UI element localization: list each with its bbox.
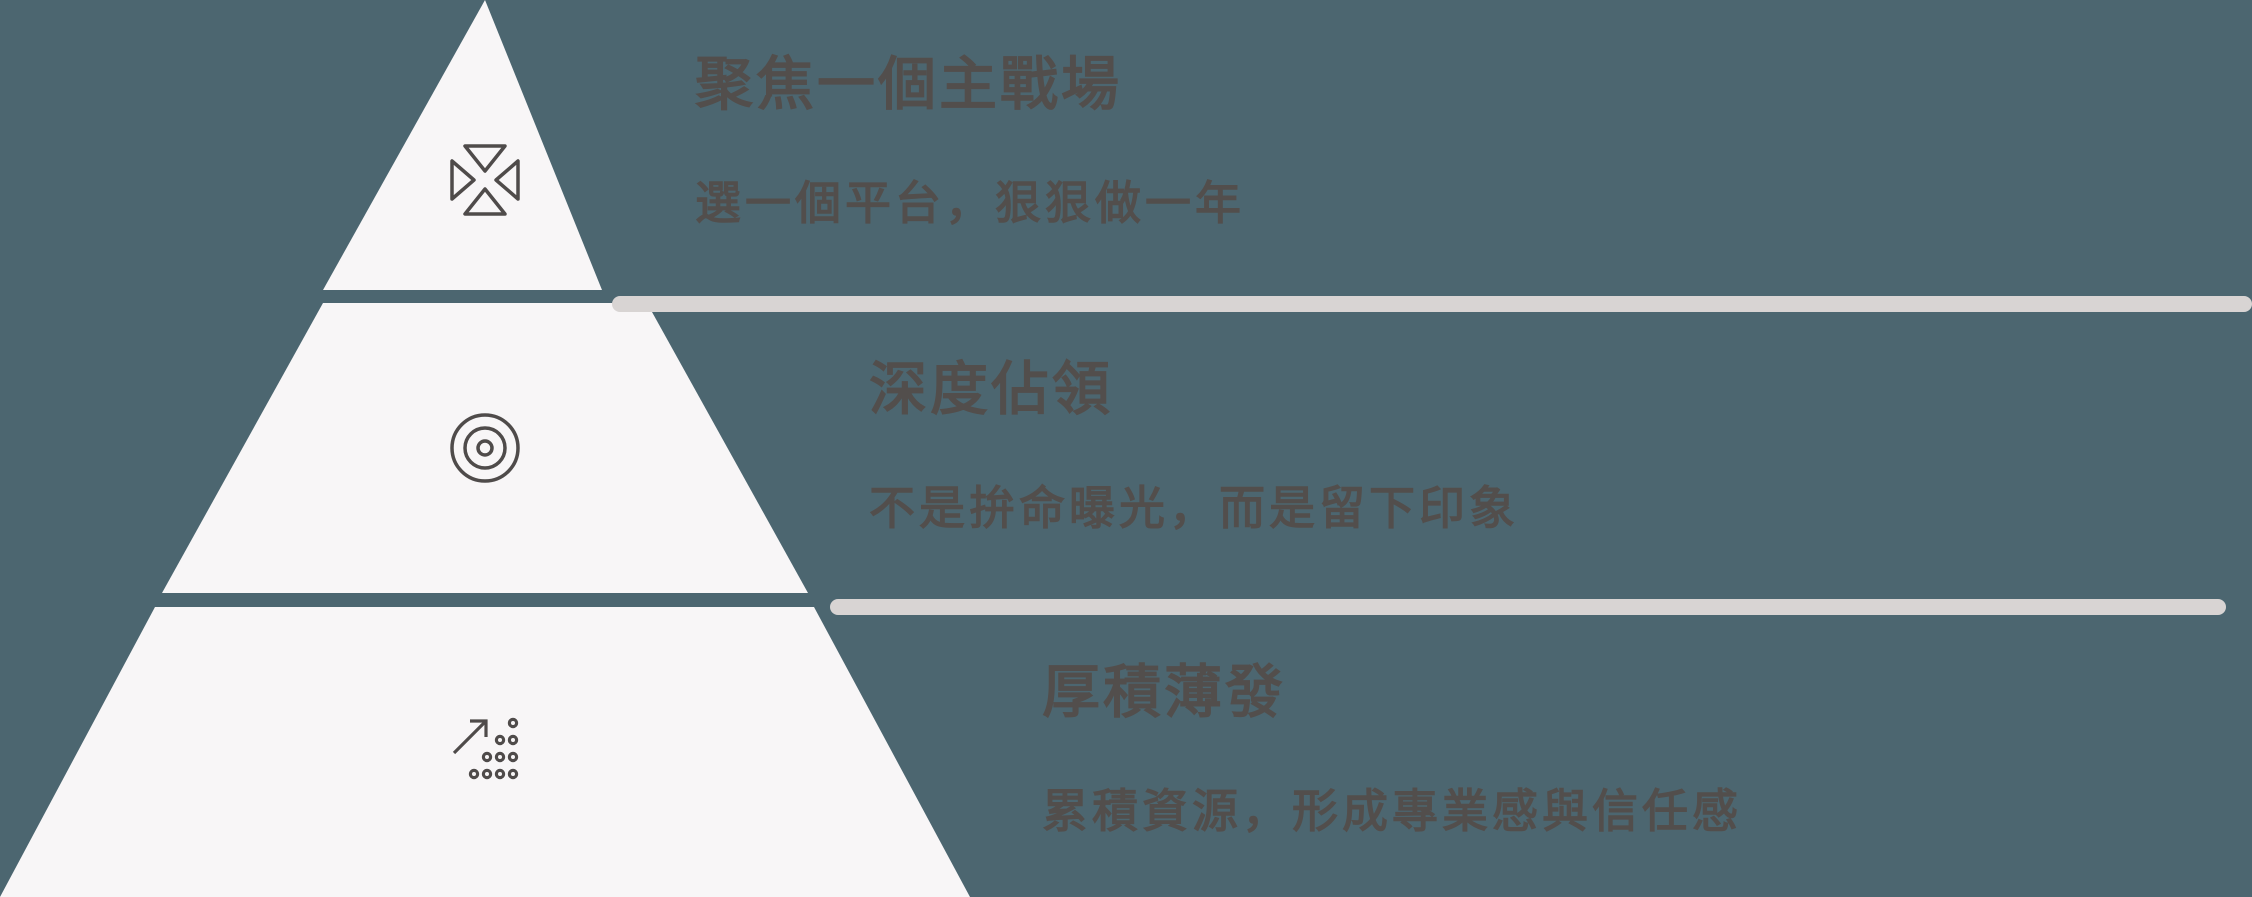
pyramid-tier-top bbox=[323, 0, 602, 290]
pyramid-tier-middle bbox=[162, 303, 808, 593]
tier-title: 聚焦一個主戰場 bbox=[695, 50, 1123, 118]
tier-title: 深度佔領 bbox=[869, 355, 1114, 423]
tier-subtitle: 累積資源，形成專業感與信任感 bbox=[1042, 784, 1742, 838]
tier-subtitle: 選一個平台，狠狠做一年 bbox=[695, 176, 1245, 230]
target-icon bbox=[450, 413, 520, 483]
tier-top-text: 聚焦一個主戰場 選一個平台，狠狠做一年 bbox=[695, 54, 1245, 228]
converge-arrows-icon bbox=[450, 144, 520, 216]
tier-bottom-text: 厚積薄發 累積資源，形成專業感與信任感 bbox=[1042, 662, 1742, 836]
growth-dots-arrow-icon bbox=[452, 717, 519, 780]
divider-bar-2 bbox=[830, 599, 2226, 615]
pyramid-tier-bottom bbox=[0, 607, 970, 897]
tier-middle-text: 深度佔領 不是拚命曝光，而是留下印象 bbox=[869, 359, 1519, 533]
tier-title: 厚積薄發 bbox=[1042, 658, 1287, 726]
divider-bar-1 bbox=[612, 296, 2252, 312]
tier-subtitle: 不是拚命曝光，而是留下印象 bbox=[869, 481, 1519, 535]
